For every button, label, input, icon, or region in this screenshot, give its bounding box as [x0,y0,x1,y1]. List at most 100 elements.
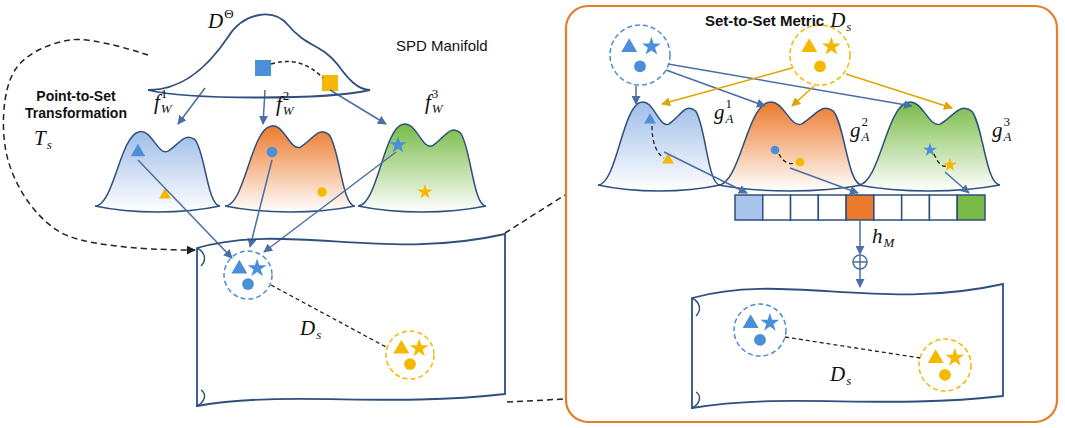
math-symbol: f [425,90,431,115]
manifold-surface [95,132,220,212]
node-outline [690,278,1005,418]
sum-symbol [853,255,867,269]
stage-title: Point-to-Set Transformation [20,88,132,122]
arrow-line [668,64,912,106]
manifold-surface [225,126,355,212]
arrow-line [664,152,747,193]
math-symbol: T [34,126,46,151]
manifold-surface [718,102,862,191]
set-circle [919,339,971,391]
triangle-point [131,144,145,156]
spd-point [322,75,338,91]
math-symbol: 3 [432,86,439,102]
vector-cell [902,195,930,220]
circle-point [267,147,278,158]
vector-cell [791,195,819,220]
sum-symbol [853,255,867,269]
circle-point [404,358,416,370]
math-symbol: 2 [862,114,869,130]
arrow-line [792,86,814,106]
circle-point [939,369,951,381]
scroll-surface [197,234,505,406]
math-symbol: g [850,118,861,143]
vector-cell [874,195,902,220]
math-symbol: s [846,19,851,35]
zoom-line [505,195,565,233]
triangle-point [644,113,656,123]
circle-point [771,146,780,155]
arrow-line [250,160,272,247]
star-point [410,338,429,356]
vector-cell [929,195,957,220]
vector-cell [957,195,985,220]
star-point [923,143,937,156]
triangle-point [393,340,409,354]
set-circle [386,331,434,379]
math-symbol: D [830,8,845,33]
scroll-surface [692,284,1003,408]
spd-manifold [148,15,370,98]
circle-point [634,60,646,72]
star-point [945,348,964,366]
math-symbol: D [208,9,223,34]
star-point [760,313,779,331]
distance-curve [779,154,796,164]
arrow-line [945,172,969,193]
math-symbol: W [161,101,172,117]
arrow-line [846,74,952,108]
circle-point [814,60,826,72]
math-symbol: f [154,90,160,115]
star-point [943,158,957,171]
star-point [248,258,267,276]
math-symbol: s [846,373,851,389]
vector-cell [735,195,763,220]
distance-curve [652,126,664,158]
distance-curve [271,61,323,78]
math-symbol: Θ [224,6,233,22]
math-symbol: D [300,316,315,341]
scroll-curl [692,298,699,408]
circle-point [754,334,766,346]
arrow-line [263,90,265,124]
math-symbol: f [276,92,282,117]
triangle-point [621,38,637,52]
star-point [822,37,841,55]
circle-point [317,187,326,196]
arrow-line [790,168,858,193]
math-symbol: s [316,327,321,343]
circle-point [242,278,254,290]
star-point [417,184,432,198]
node-outline [565,5,1058,423]
math-symbol: A [726,111,734,127]
arrow-line [264,152,396,252]
math-symbol: M [884,235,895,251]
set-distance-line [271,285,386,347]
vector-cell [763,195,791,220]
set-circle [610,25,670,85]
triangle-point [801,38,817,52]
dashed-connector [3,40,195,250]
math-symbol: s [47,137,52,153]
distance-curve [934,154,946,166]
circle-point [796,158,805,167]
set-circle [790,25,850,85]
node-heading: SPD Manifold [396,37,488,54]
vector-cell [818,195,846,220]
scroll-curl [197,248,204,406]
manifold-node: SPD Manifold DΘ [148,5,494,100]
arrow-line [859,220,861,254]
star-point [642,37,661,55]
node-outline [195,228,507,416]
math-symbol: 1 [161,86,168,102]
metric-space: Ds [195,228,507,416]
math-symbol: W [283,103,294,119]
math-symbol: h [872,224,883,249]
spd-point [255,60,271,76]
triangle-point [743,314,759,328]
node-heading: Set-to-Set Metric [705,12,824,29]
math-symbol: A [862,129,870,145]
